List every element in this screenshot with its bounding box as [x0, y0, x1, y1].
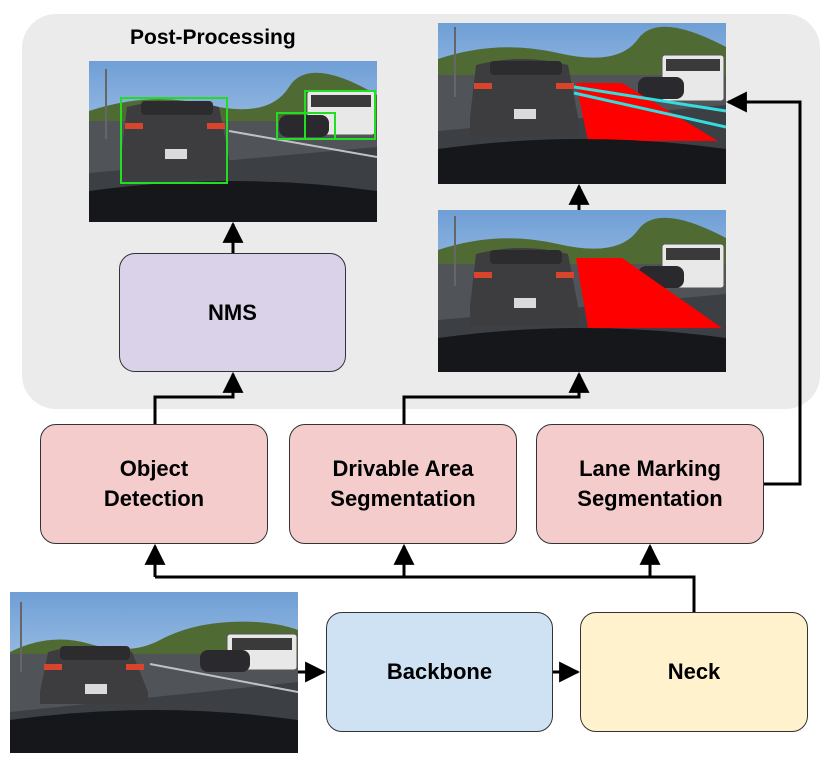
arrow-object-detection-to-nms: [153, 371, 244, 424]
drivable-area-segmentation-box: Drivable Area Segmentation: [289, 424, 517, 544]
neck-box: Neck: [580, 612, 808, 732]
arrow-lane-marking-to-lane-image: [725, 91, 802, 486]
lane-marking-output-image: [438, 23, 726, 184]
line-neck-to-bus: [155, 575, 696, 612]
nms-box: NMS: [119, 253, 346, 372]
object-detection-label: Object Detection: [103, 456, 205, 511]
lane-marking-segmentation-box: Lane Marking Segmentation: [536, 424, 764, 544]
drivable-area-output-image: [438, 210, 726, 372]
post-processing-title: Post-Processing: [130, 26, 296, 49]
arrow-drivable-area-to-image: [402, 371, 590, 424]
nms-label: NMS: [208, 299, 257, 325]
input-road-image: [10, 592, 298, 753]
neck-label: Neck: [667, 659, 721, 684]
drivable-area-segmentation-label: Drivable Area Segmentation: [330, 456, 476, 511]
object-detection-box: Object Detection: [40, 424, 268, 544]
lane-marking-segmentation-label: Lane Marking Segmentation: [577, 456, 723, 511]
detection-output-image: [89, 61, 377, 222]
backbone-label: Backbone: [386, 659, 493, 684]
backbone-box: Backbone: [326, 612, 553, 732]
